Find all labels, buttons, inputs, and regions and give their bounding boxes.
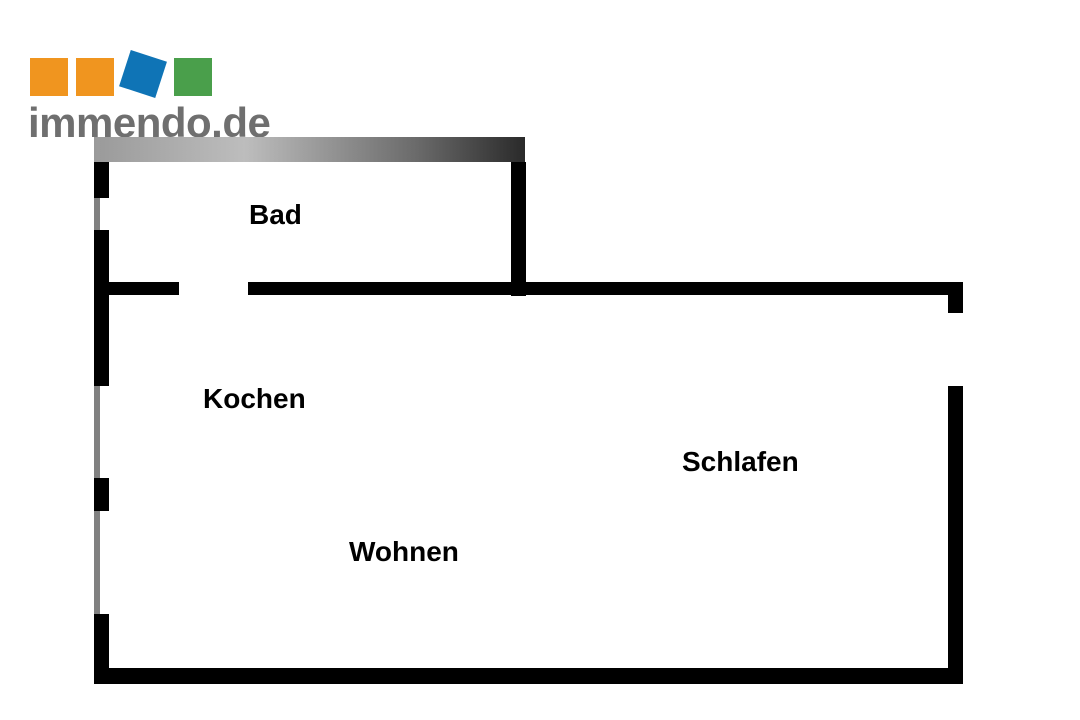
wall-bad-right [511,162,526,296]
room-label-wohnen: Wohnen [349,536,459,567]
room-label-kochen: Kochen [203,383,306,414]
wall-right-upper [948,295,963,313]
window-left-1 [94,386,100,478]
wall-bottom [94,668,963,684]
wall-bad-left-upper [94,162,109,198]
wall-bad-top [94,137,525,162]
wall-bad-left-lower [94,230,109,296]
wall-left-2 [94,478,109,511]
room-label-bad: Bad [249,199,302,230]
wall-mid-left [94,282,179,295]
logo-square-orange-1 [30,58,68,96]
wall-left-1 [94,295,109,386]
room-label-schlafen: Schlafen [682,446,799,477]
wall-left-3 [94,614,109,684]
wall-main-top [511,282,963,295]
wall-right-lower [948,386,963,684]
logo-square-green [174,58,212,96]
wall-mid-right [248,282,526,295]
window-bad-left [94,198,100,230]
logo-square-orange-2 [76,58,114,96]
window-left-2 [94,511,100,614]
